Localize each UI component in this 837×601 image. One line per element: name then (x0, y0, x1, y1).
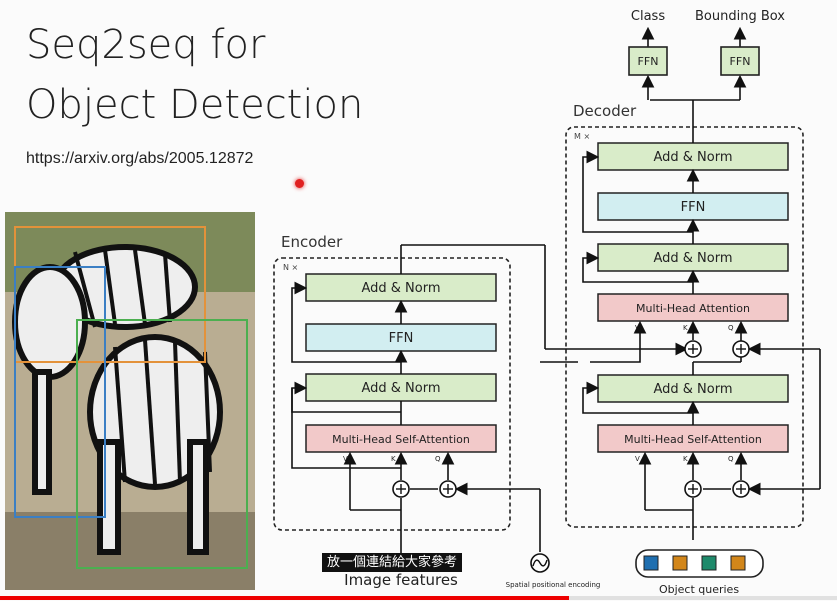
decoder-add-norm-mid (597, 243, 789, 272)
paper-url[interactable]: https://arxiv.org/abs/2005.12872 (26, 150, 254, 167)
decoder-add-norm-top-label: Add & Norm (653, 150, 732, 165)
spatial-encoding-label: Spatial positional encoding (506, 581, 601, 589)
subtitle-caption: 放一個連結給大家參考 (322, 553, 463, 572)
decoder-add-norm-bottom-label: Add & Norm (653, 382, 732, 397)
laser-pointer (295, 179, 304, 188)
object-query-4 (730, 555, 746, 571)
video-progress-bar[interactable] (0, 596, 837, 600)
encoder-repeat-label: N × (283, 263, 298, 272)
object-queries-label: Object queries (659, 583, 739, 596)
video-progress-fill (0, 596, 570, 600)
decoder-self-k-label: K (683, 455, 688, 463)
encoder-self-attention-label: Multi-Head Self-Attention (332, 433, 470, 446)
class-output-label: Class (631, 9, 665, 24)
image-features-label: Image features (344, 571, 458, 589)
encoder-q-label: Q (435, 455, 441, 463)
bbox-output-label: Bounding Box (695, 9, 785, 24)
decoder-self-q-label: Q (728, 455, 734, 463)
bbox-ffn-head-label: FFN (730, 55, 751, 68)
decoder-ffn-label: FFN (681, 200, 706, 215)
decoder-self-v-label: V (635, 455, 640, 463)
encoder-add-norm-top-label: Add & Norm (361, 281, 440, 296)
encoder-ffn-label: FFN (389, 331, 414, 346)
encoder-v-label: V (343, 455, 348, 463)
object-query-1 (643, 555, 659, 571)
object-query-3 (701, 555, 717, 571)
class-ffn-head (628, 46, 668, 76)
encoder-k-label: K (391, 455, 396, 463)
class-ffn-head-label: FFN (638, 55, 659, 68)
decoder-cross-attention-label: Multi-Head Attention (636, 302, 750, 315)
decoder-repeat-label: M × (574, 132, 590, 141)
encoder-label: Encoder (281, 233, 343, 251)
decoder-add-norm-mid-label: Add & Norm (653, 251, 732, 266)
decoder-cross-k-label: K (683, 324, 688, 332)
encoder-add-norm-bottom-label: Add & Norm (361, 381, 440, 396)
encoder-add-norm-bottom (305, 373, 497, 402)
slide-title-line1: Seq2seq for (26, 22, 266, 68)
decoder-self-attention (597, 424, 789, 453)
decoder-label: Decoder (573, 102, 637, 120)
decoder-self-attention-label: Multi-Head Self-Attention (624, 433, 762, 446)
zebra-detection-photo (5, 212, 255, 590)
encoder-frame (273, 257, 511, 531)
bbox-ffn-head (720, 46, 760, 76)
decoder-cross-q-label: Q (728, 324, 734, 332)
slide-title-line2: Object Detection (26, 82, 364, 128)
object-query-2 (672, 555, 688, 571)
